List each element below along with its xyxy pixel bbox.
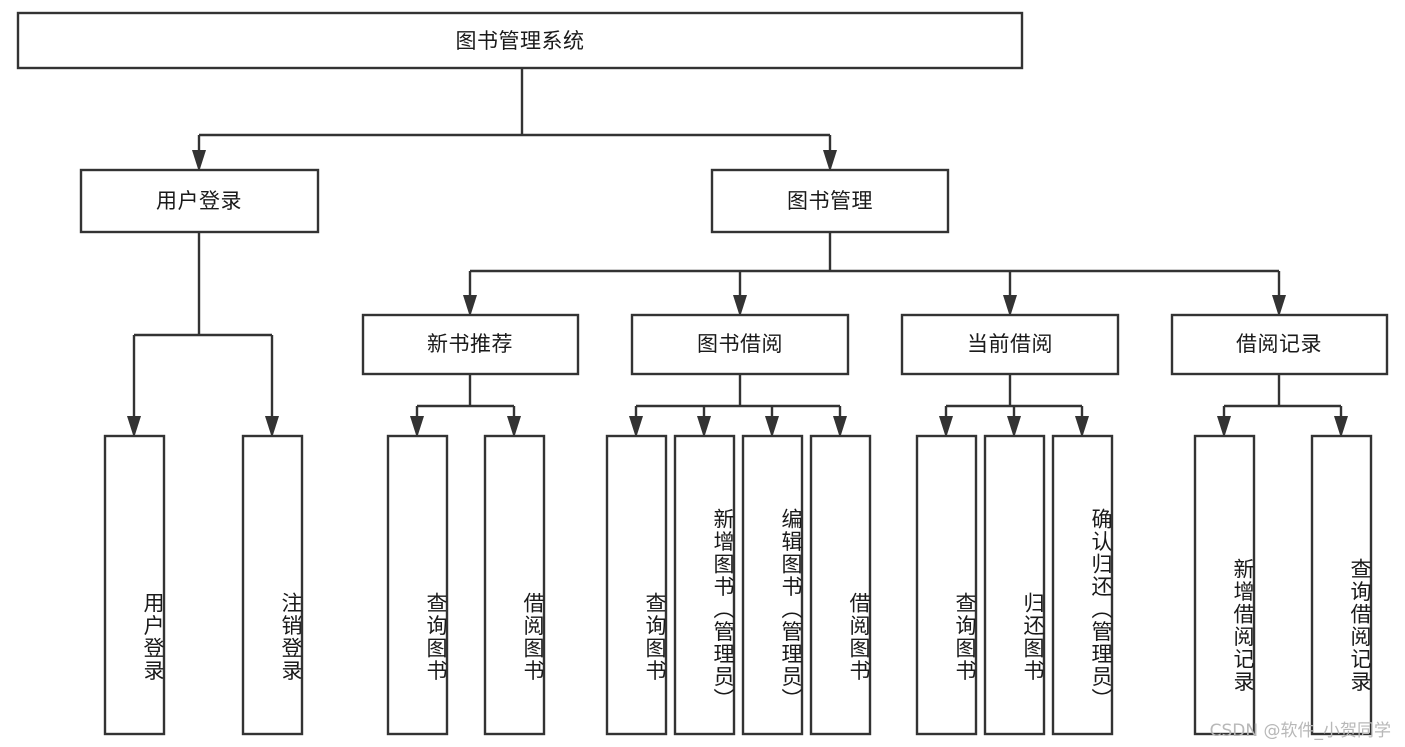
node-book-borrow-box[interactable] xyxy=(630,313,850,376)
leaf-label-add-record: 新增借阅记录 xyxy=(1231,558,1255,694)
node-current-borrow-label: 当前借阅 xyxy=(967,332,1053,356)
arrowhead-leaf-query-book-2 xyxy=(629,416,643,438)
leaf-label-borrow-book-2: 借阅图书 xyxy=(847,592,871,682)
node-new-book-recommend-label: 新书推荐 xyxy=(427,332,513,356)
leaf-box-borrow-book-1[interactable] xyxy=(483,434,546,736)
node-user-login-box[interactable] xyxy=(79,168,320,234)
node-book-manage[interactable]: 图书管理 xyxy=(710,168,950,234)
arrowhead-leaf-query-book-1 xyxy=(410,416,424,438)
arrowhead-recommend xyxy=(463,295,477,317)
leaf-box-borrow-book-2[interactable] xyxy=(809,434,872,736)
node-borrow-record-box[interactable] xyxy=(1170,313,1389,376)
arrowhead-leaf-query-record xyxy=(1334,416,1348,438)
arrowhead-current-borrow xyxy=(1003,295,1017,317)
csdn-watermark: CSDN @软件_小贺同学 xyxy=(1209,721,1391,741)
node-root-label: 图书管理系统 xyxy=(456,29,585,53)
leaf-label-return-book: 归还图书 xyxy=(1021,592,1045,682)
leaf-label-query-book-3: 查询图书 xyxy=(953,592,977,682)
node-book-borrow-label: 图书借阅 xyxy=(697,332,783,356)
leaf-label-borrow-book-1: 借阅图书 xyxy=(521,592,545,682)
arrowhead-leaf-edit-book xyxy=(765,416,779,438)
node-user-login-label: 用户登录 xyxy=(156,189,242,213)
arrowhead-leaf-borrow-book-1 xyxy=(507,416,521,438)
node-new-book-recommend[interactable]: 新书推荐 xyxy=(361,313,580,376)
leaf-box-logout[interactable] xyxy=(241,434,304,736)
leaf-box-query-record[interactable] xyxy=(1310,434,1373,736)
arrowhead-book-borrow xyxy=(733,295,747,317)
node-root-box[interactable] xyxy=(16,11,1024,70)
leaf-label-edit-book: 编辑图书（管理员） xyxy=(779,507,803,711)
leaf-label-query-record: 查询借阅记录 xyxy=(1348,558,1372,694)
leaf-box-user-login[interactable] xyxy=(103,434,166,736)
leaf-box-confirm-return[interactable] xyxy=(1051,434,1114,736)
arrowhead-leaf-add-record xyxy=(1217,416,1231,438)
leaf-label-query-book-2: 查询图书 xyxy=(643,592,667,682)
leaf-box-query-book-3[interactable] xyxy=(915,434,978,736)
arrowhead-leaf-confirm-return xyxy=(1075,416,1089,438)
leaf-label-query-book-1: 查询图书 xyxy=(424,592,448,682)
leaf-box-query-book-1[interactable] xyxy=(386,434,449,736)
arrowhead-leaf-add-book xyxy=(697,416,711,438)
node-current-borrow-box[interactable] xyxy=(900,313,1120,376)
node-new-book-recommend-box[interactable] xyxy=(361,313,580,376)
leaf-box-edit-book[interactable] xyxy=(741,434,804,736)
leaf-box-return-book[interactable] xyxy=(983,434,1046,736)
leaf-label-confirm-return: 确认归还（管理员） xyxy=(1089,507,1113,711)
node-borrow-record-label: 借阅记录 xyxy=(1236,332,1322,356)
leaf-label-logout: 注销登录 xyxy=(279,592,303,682)
arrowhead-user-login xyxy=(192,150,206,172)
arrowhead-leaf-query-book-3 xyxy=(939,416,953,438)
node-book-manage-label: 图书管理 xyxy=(787,189,873,213)
leaf-box-add-record[interactable] xyxy=(1193,434,1256,736)
node-current-borrow[interactable]: 当前借阅 xyxy=(900,313,1120,376)
leaf-label-user-login: 用户登录 xyxy=(141,592,165,682)
node-root[interactable]: 图书管理系统 xyxy=(16,11,1024,70)
arrowhead-group xyxy=(127,150,1348,438)
arrowhead-borrow-record xyxy=(1272,295,1286,317)
arrowhead-leaf-user-login xyxy=(127,416,141,438)
arrowhead-leaf-return-book xyxy=(1007,416,1021,438)
leaf-box-query-book-2[interactable] xyxy=(605,434,668,736)
leaf-box-group xyxy=(103,434,1373,736)
node-book-manage-box[interactable] xyxy=(710,168,950,234)
node-borrow-record[interactable]: 借阅记录 xyxy=(1170,313,1389,376)
node-user-login[interactable]: 用户登录 xyxy=(79,168,320,234)
arrowhead-leaf-borrow-book-2 xyxy=(833,416,847,438)
leaf-label-add-book: 新增图书（管理员） xyxy=(711,507,735,711)
leaf-box-add-book[interactable] xyxy=(673,434,736,736)
arrowhead-book-manage xyxy=(823,150,837,172)
arrowhead-leaf-logout xyxy=(265,416,279,438)
node-book-borrow[interactable]: 图书借阅 xyxy=(630,313,850,376)
